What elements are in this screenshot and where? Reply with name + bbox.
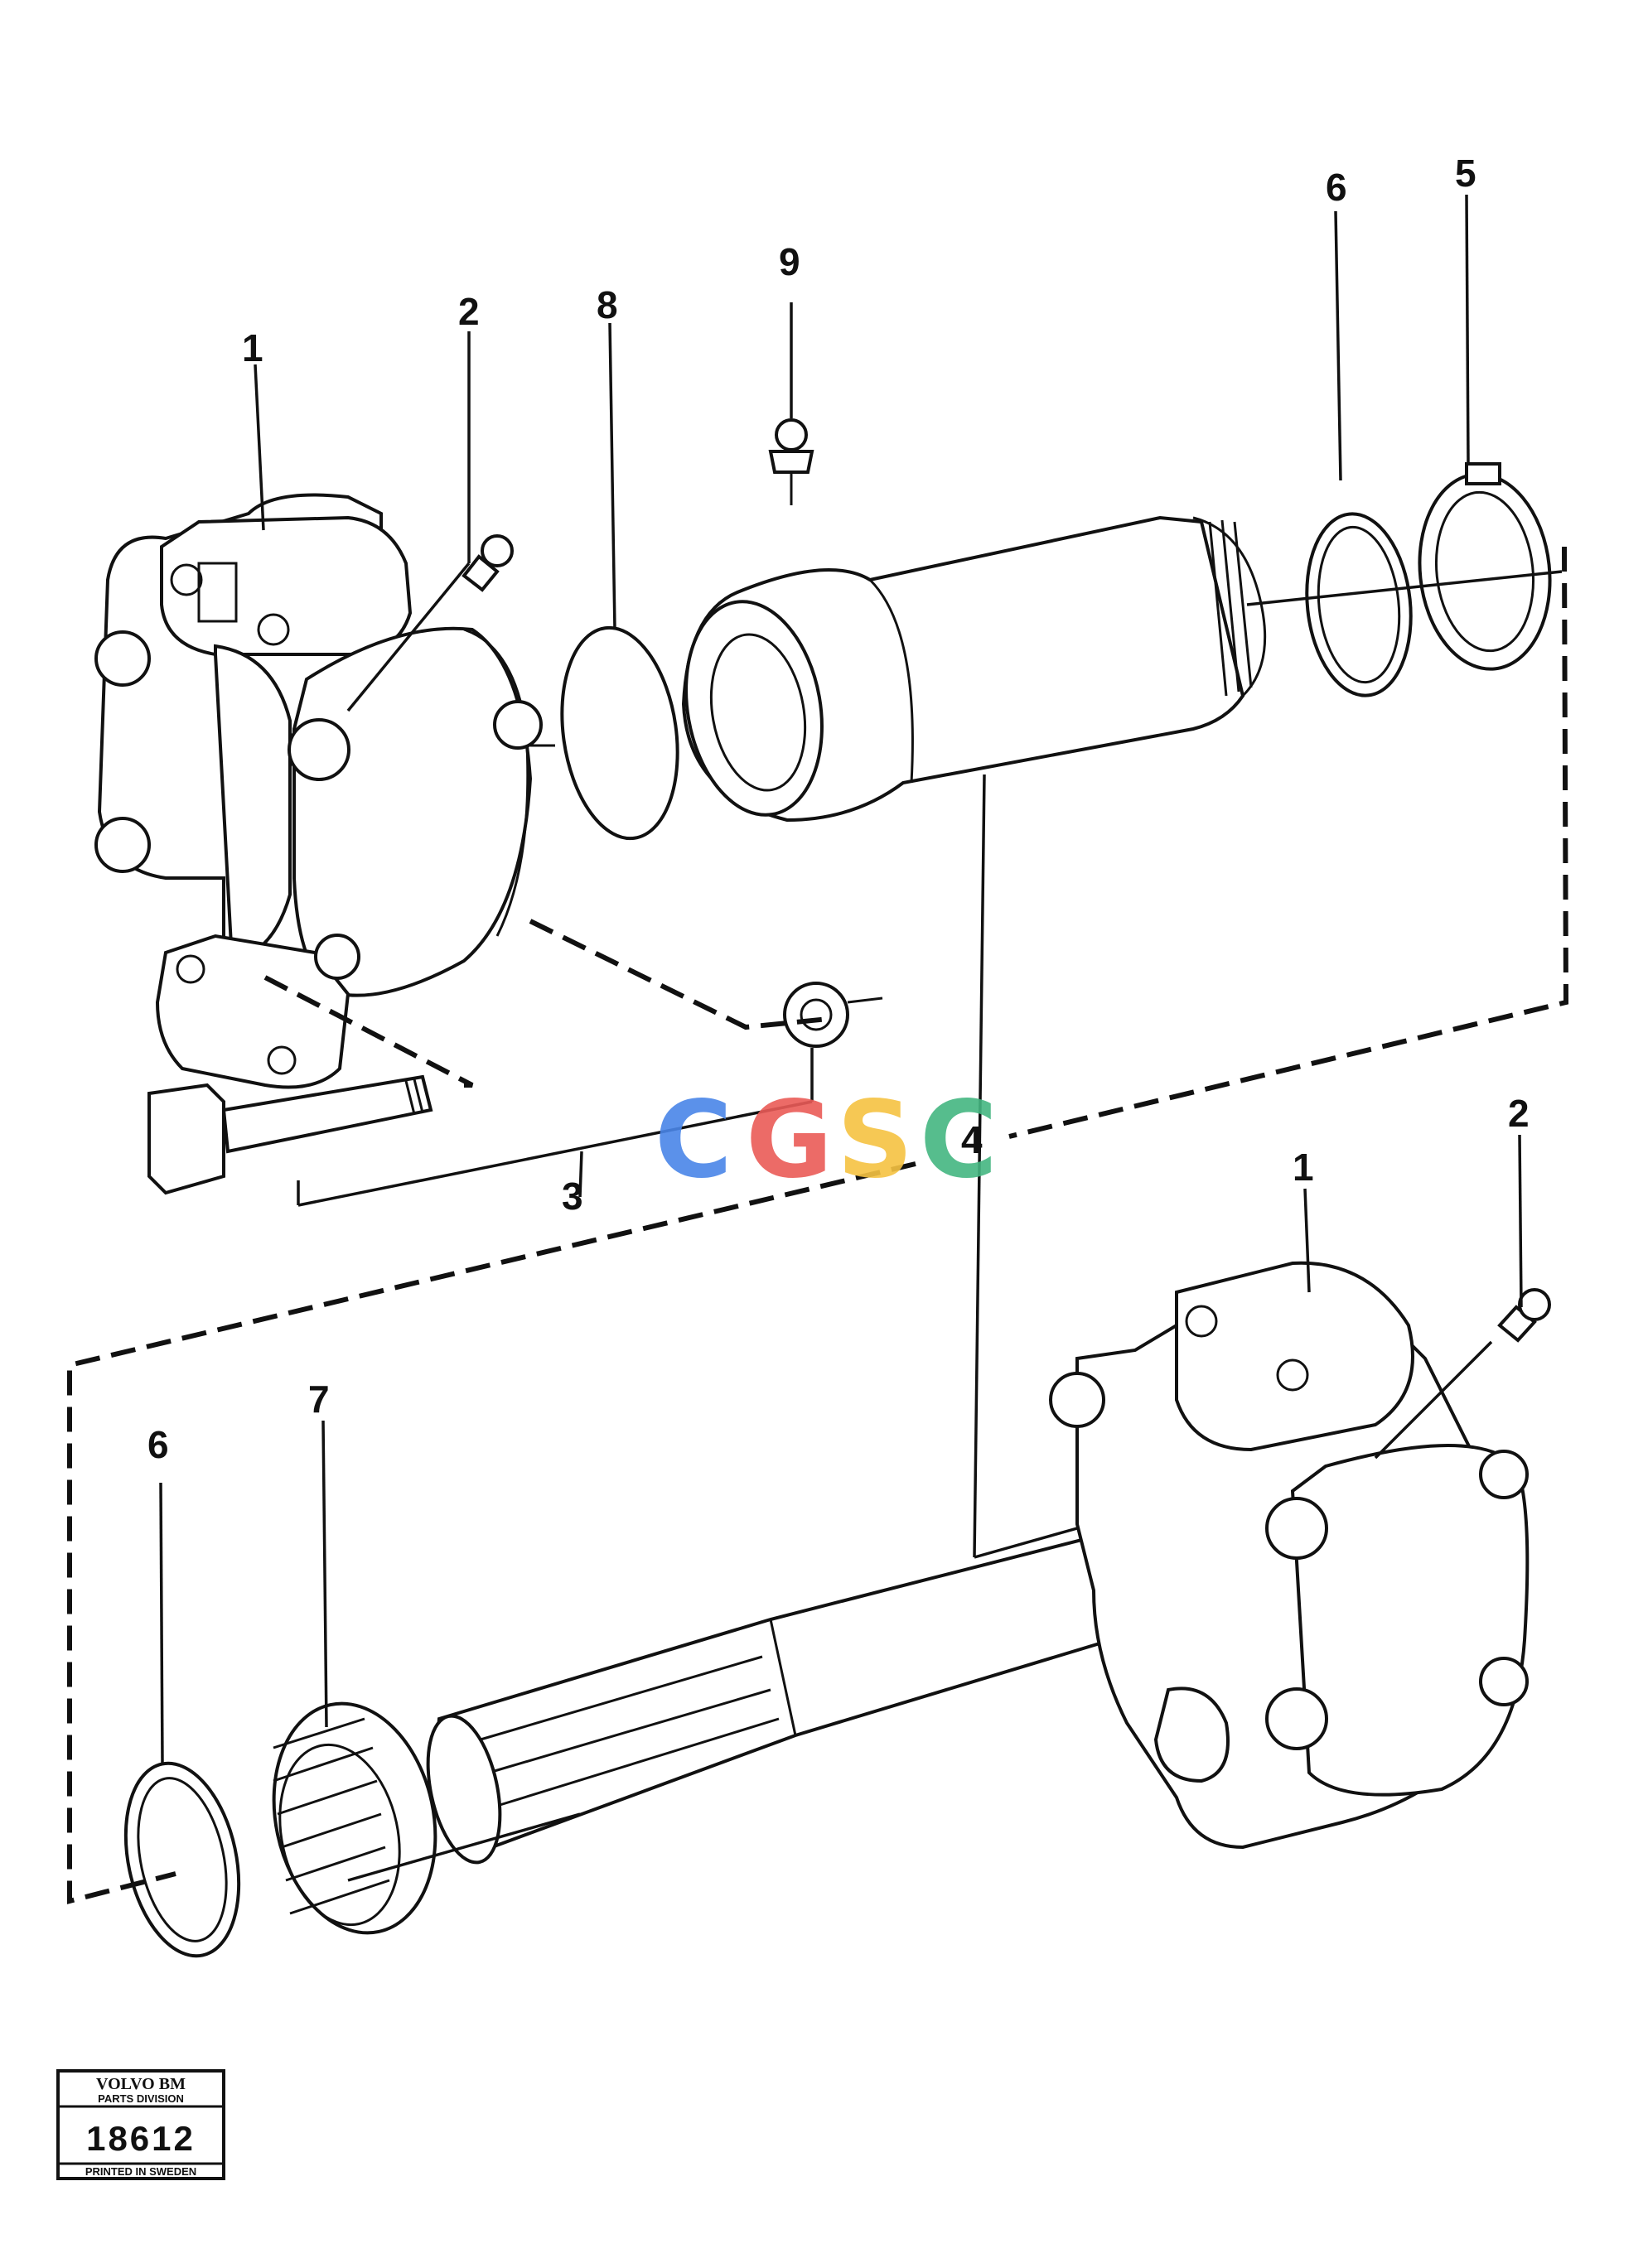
stamp-number: 18612 xyxy=(86,2119,196,2158)
callout-6-bottom: 6 xyxy=(147,1423,169,1466)
callout-2-bottom: 2 xyxy=(1508,1092,1530,1135)
bolt-and-nut xyxy=(147,982,883,1195)
dashed-connection-lines xyxy=(67,546,1569,1904)
callout-2-top: 2 xyxy=(458,290,480,333)
stamp-division: PARTS DIVISION xyxy=(98,2092,184,2105)
grease-nipple-sleeve xyxy=(768,418,814,505)
splined-shaft xyxy=(426,1526,1154,1865)
watermark-letter-c2: C xyxy=(920,1079,998,1202)
callout-4: 4 xyxy=(961,1118,983,1161)
snap-ring-top xyxy=(1305,512,1413,697)
stamp-brand: VOLVO BM xyxy=(96,2075,186,2093)
cgsc-watermark: C G S C xyxy=(655,1079,998,1202)
stamp-printed: PRINTED IN SWEDEN xyxy=(85,2165,196,2178)
universal-joint-bottom xyxy=(1049,1261,1530,1850)
grease-nipple-bottom xyxy=(1497,1288,1551,1343)
split-ring-top xyxy=(1418,462,1552,671)
snap-ring-bottom xyxy=(123,1761,241,1958)
callout-8: 8 xyxy=(597,283,618,326)
slip-sleeve xyxy=(681,515,1267,823)
threaded-nut xyxy=(272,1701,437,1935)
callout-6-top: 6 xyxy=(1326,166,1347,209)
callout-5: 5 xyxy=(1455,152,1476,195)
grease-nipple-top-left xyxy=(462,534,514,592)
callout-3: 3 xyxy=(562,1175,583,1218)
watermark-letter-s: S xyxy=(837,1079,913,1202)
seal-disc xyxy=(560,625,679,841)
callout-7: 7 xyxy=(308,1378,330,1421)
universal-joint-top xyxy=(94,493,555,1089)
volvo-bm-stamp: VOLVO BM PARTS DIVISION 18612 PRINTED IN… xyxy=(56,2069,225,2180)
callout-9: 9 xyxy=(779,240,800,283)
callout-1-bottom: 1 xyxy=(1293,1146,1314,1189)
watermark-letter-c1: C xyxy=(655,1079,732,1202)
watermark-letter-g: G xyxy=(746,1079,833,1202)
leader-lines xyxy=(159,194,1563,1882)
callout-1-top: 1 xyxy=(242,326,263,369)
